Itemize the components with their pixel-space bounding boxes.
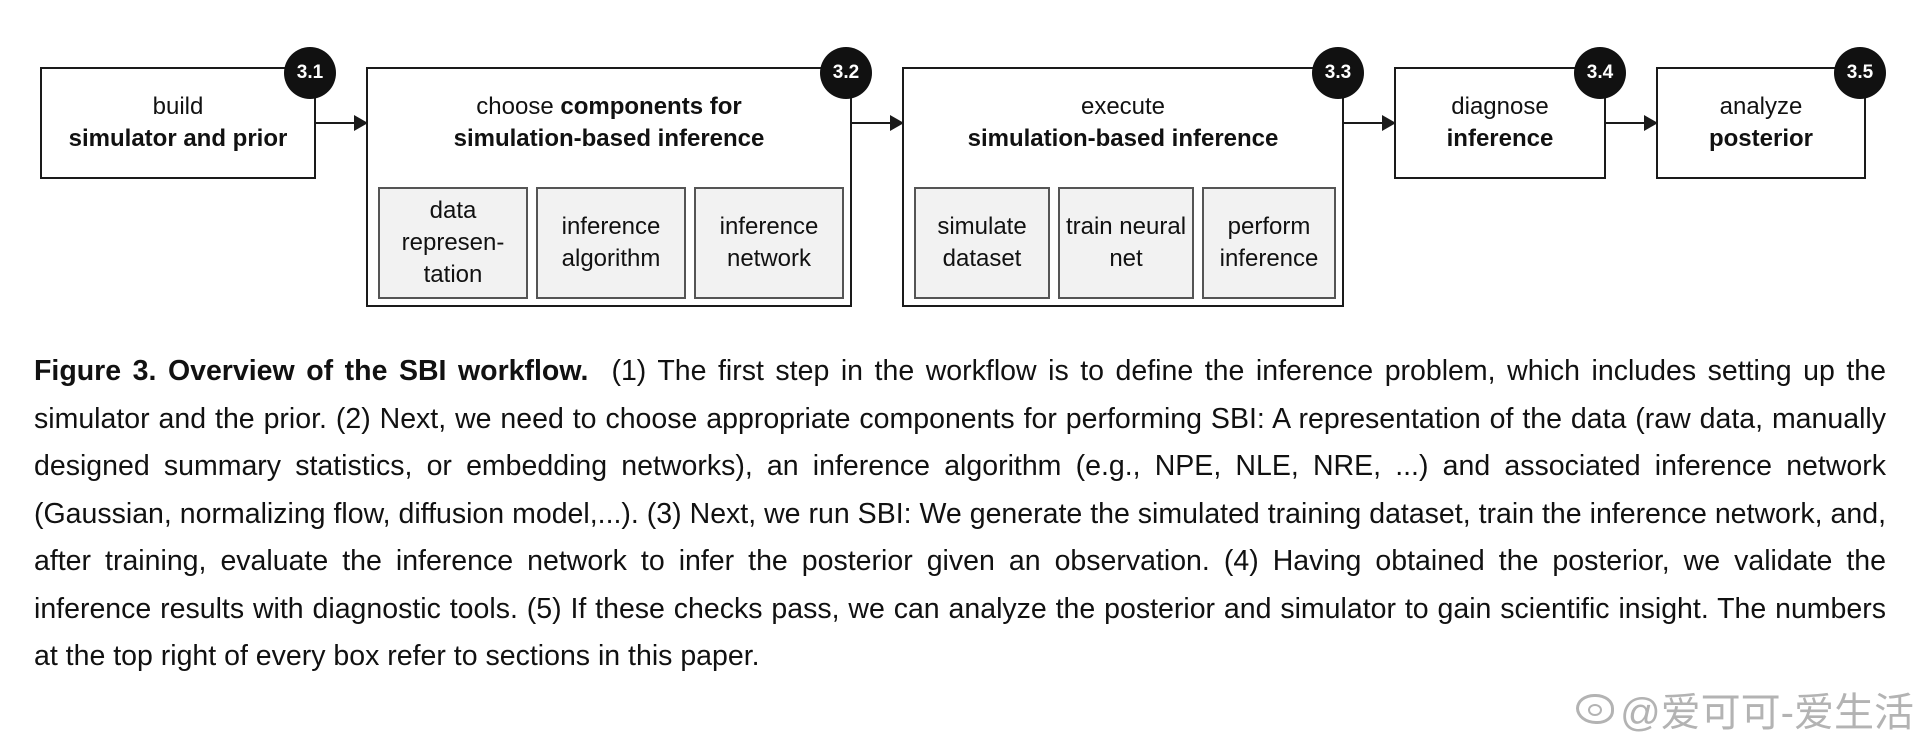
step-build-title-bold: simulator and prior [68, 125, 288, 152]
step-execute-sbi-box: execute simulation-based inference simul… [902, 67, 1344, 307]
section-badge-3-2: 3.2 [820, 47, 872, 99]
step-choose-title-line2: simulation-based inference [453, 125, 765, 152]
weibo-logo-icon [1576, 694, 1615, 724]
section-badge-3-3: 3.3 [1312, 47, 1364, 99]
sub-data-representation: data represen- tation [378, 187, 528, 299]
step-choose-title-line1: choose components for [368, 91, 850, 123]
figure-caption: Figure 3. Overview of the SBI workflow. … [34, 348, 1886, 681]
step-analyze-title: analyze posterior [1658, 91, 1864, 155]
sub-simulate-dataset: simulate dataset [914, 187, 1050, 299]
step-analyze-title-light: analyze [1719, 93, 1803, 120]
step-analyze-box: analyze posterior [1656, 67, 1866, 179]
sub-train-neural-net: train neural net [1058, 187, 1194, 299]
step-choose-title-bold: components for [560, 93, 742, 120]
workflow-diagram: build simulator and prior 3.1 choose com… [0, 0, 1928, 330]
sub-inference-algorithm: inference algorithm [536, 187, 686, 299]
sub-inference-network: inference network [694, 187, 844, 299]
sub-perform-inference: perform inference [1202, 187, 1336, 299]
sub-inference-algorithm-label: inference algorithm [561, 213, 661, 272]
section-badge-3-4: 3.4 [1574, 47, 1626, 99]
step-analyze-title-bold: posterior [1708, 125, 1813, 152]
sub-simulate-dataset-label: simulate dataset [937, 213, 1027, 272]
step-choose-components-box: choose components for simulation-based i… [366, 67, 852, 307]
step-execute-title-bold: simulation-based inference [967, 125, 1279, 152]
arrow-3-to-4 [1344, 115, 1396, 131]
step-build-simulator-box: build simulator and prior [40, 67, 316, 179]
step-diagnose-box: diagnose inference [1394, 67, 1606, 179]
step-build-title: build simulator and prior [42, 91, 314, 155]
sub-data-representation-label: data represen- tation [401, 197, 505, 288]
figure-caption-label: Figure 3. Overview of the SBI workflow. [34, 355, 589, 387]
weibo-watermark: @爱可可-爱生活 [1576, 680, 1914, 738]
watermark-text: @爱可可-爱生活 [1620, 691, 1914, 735]
arrow-4-to-5 [1606, 115, 1658, 131]
step-execute-title-light: execute [1080, 93, 1166, 120]
step-choose-title-light: choose [476, 93, 561, 120]
section-badge-3-1: 3.1 [284, 47, 336, 99]
sub-train-neural-net-label: train neural net [1065, 213, 1187, 272]
arrow-1-to-2 [316, 115, 368, 131]
figure-caption-text: (1) The first step in the workflow is to… [34, 355, 1886, 672]
section-badge-3-5: 3.5 [1834, 47, 1886, 99]
step-diagnose-title-light: diagnose [1451, 93, 1549, 120]
step-execute-title: execute simulation-based inference [904, 91, 1342, 155]
sub-inference-network-label: inference network [719, 213, 819, 272]
arrow-2-to-3 [852, 115, 904, 131]
step-build-title-light: build [152, 93, 204, 120]
step-diagnose-title: diagnose inference [1396, 91, 1604, 155]
step-diagnose-title-bold: inference [1446, 125, 1554, 152]
sub-perform-inference-label: perform inference [1219, 213, 1319, 272]
step-choose-title: choose components for simulation-based i… [368, 91, 850, 155]
